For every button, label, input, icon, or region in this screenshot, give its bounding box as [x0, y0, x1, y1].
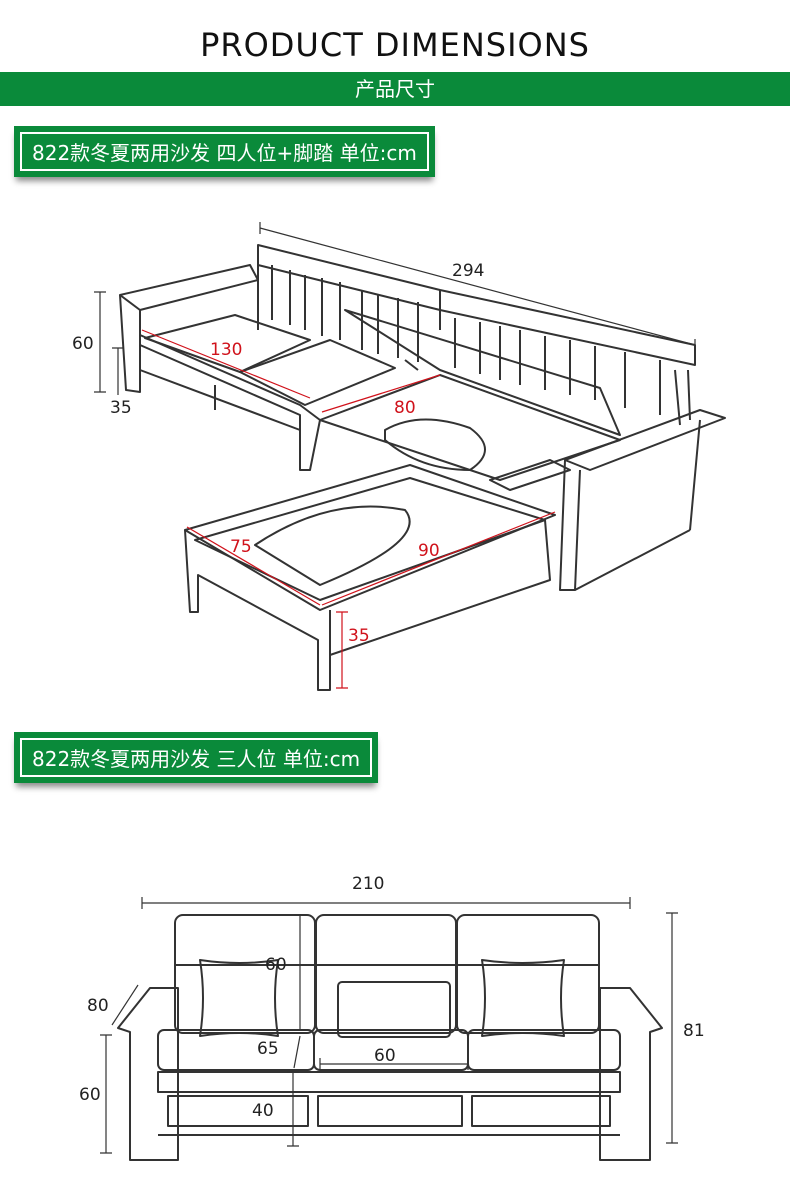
storage-lid	[344, 309, 621, 436]
dim-line-depth-2	[111, 984, 139, 1026]
dim-seat-width: 130	[210, 340, 242, 360]
left-cushion-2	[239, 339, 396, 406]
left-armrest-side	[119, 294, 141, 393]
left-seat-rail	[139, 369, 301, 431]
dim-line-leg-height	[287, 1071, 299, 1147]
dim-line-ottoman-width	[321, 511, 556, 606]
section-label-2: 822款冬夏两用沙发 三人位 单位:cm	[20, 738, 373, 777]
subtitle-band: 产品尺寸	[0, 72, 790, 106]
dim-ottoman-height: 35	[348, 626, 370, 646]
corner-cushion	[489, 459, 571, 491]
right-armrest-top	[564, 409, 726, 471]
pillow-right	[481, 959, 565, 1037]
dim-back-height-2: 60	[265, 955, 287, 975]
dim-seat-height-2: 60	[79, 1085, 101, 1105]
drawer-middle	[317, 1095, 463, 1127]
dim-line-back-height-2	[294, 914, 306, 1031]
right-arm	[599, 987, 663, 1161]
storage-hinge	[404, 359, 419, 371]
dim-cushion-width: 60	[374, 1046, 396, 1066]
back-posts	[257, 250, 441, 330]
dim-seat-height: 35	[110, 398, 132, 418]
left-cushion-1	[144, 314, 311, 373]
page-title: PRODUCT DIMENSIONS	[200, 26, 590, 64]
dim-line-cushion-width	[319, 1058, 469, 1070]
dim-line-ottoman-depth	[186, 526, 321, 606]
right-back-post	[674, 369, 691, 426]
ottoman-front	[184, 529, 331, 691]
dim-seat-depth-2: 65	[257, 1039, 279, 1059]
back-slats-right	[454, 318, 661, 415]
dim-seat-depth: 80	[394, 398, 416, 418]
dim-length-2: 210	[352, 874, 384, 894]
dim-line-back-height	[94, 291, 106, 393]
ottoman-top	[184, 464, 556, 611]
ottoman-cushion	[254, 505, 411, 586]
dim-length: 294	[452, 261, 484, 281]
dim-line-ottoman-height	[336, 611, 348, 689]
pillow-middle	[337, 981, 451, 1038]
back-cushion-right	[456, 914, 600, 1034]
section-label-1: 822款冬夏两用沙发 四人位+脚踏 单位:cm	[20, 132, 429, 171]
three-seat-sofa-diagram: 210 60 80 81 65 60 60 40	[79, 874, 705, 1161]
section-label-box-1: 822款冬夏两用沙发 四人位+脚踏 单位:cm	[14, 126, 435, 177]
back-cushion-left	[174, 914, 316, 1034]
drawer-left	[167, 1095, 309, 1127]
seat-rail	[157, 1071, 621, 1093]
dim-back-height: 60	[72, 334, 94, 354]
left-seat-frame	[139, 334, 321, 471]
seat-cushion-left	[157, 1029, 315, 1071]
dim-ottoman-depth: 75	[230, 537, 252, 557]
left-arm	[117, 987, 179, 1161]
right-armrest-side	[574, 419, 701, 591]
dim-line-seat-depth	[321, 374, 441, 413]
dim-depth-2: 80	[87, 996, 109, 1016]
dim-line-seat-height-2	[100, 1034, 112, 1154]
dim-line-length-2	[141, 897, 631, 909]
seat-cushion-oval	[384, 418, 486, 471]
dim-total-height: 81	[683, 1021, 705, 1041]
dim-leg-height: 40	[252, 1101, 274, 1121]
pillow-left	[199, 959, 279, 1037]
dim-line-total-height	[666, 912, 678, 1144]
dim-line-seat-depth-2	[293, 1035, 301, 1069]
seat-cushion-right	[467, 1029, 621, 1071]
drawer-right	[471, 1095, 611, 1127]
ottoman-side	[329, 519, 551, 656]
section-label-box-2: 822款冬夏两用沙发 三人位 单位:cm	[14, 732, 379, 783]
left-seat-legs	[139, 380, 216, 410]
dim-line-length	[259, 222, 696, 351]
l-sofa-diagram: 294 60 35 130 80 75 90 35	[72, 222, 726, 691]
right-armrest-front	[559, 459, 581, 591]
left-armrest-top	[119, 264, 259, 311]
dim-line-seat-height	[112, 347, 124, 395]
dim-line-seat-width	[141, 329, 311, 399]
dim-ottoman-width: 90	[418, 541, 440, 561]
